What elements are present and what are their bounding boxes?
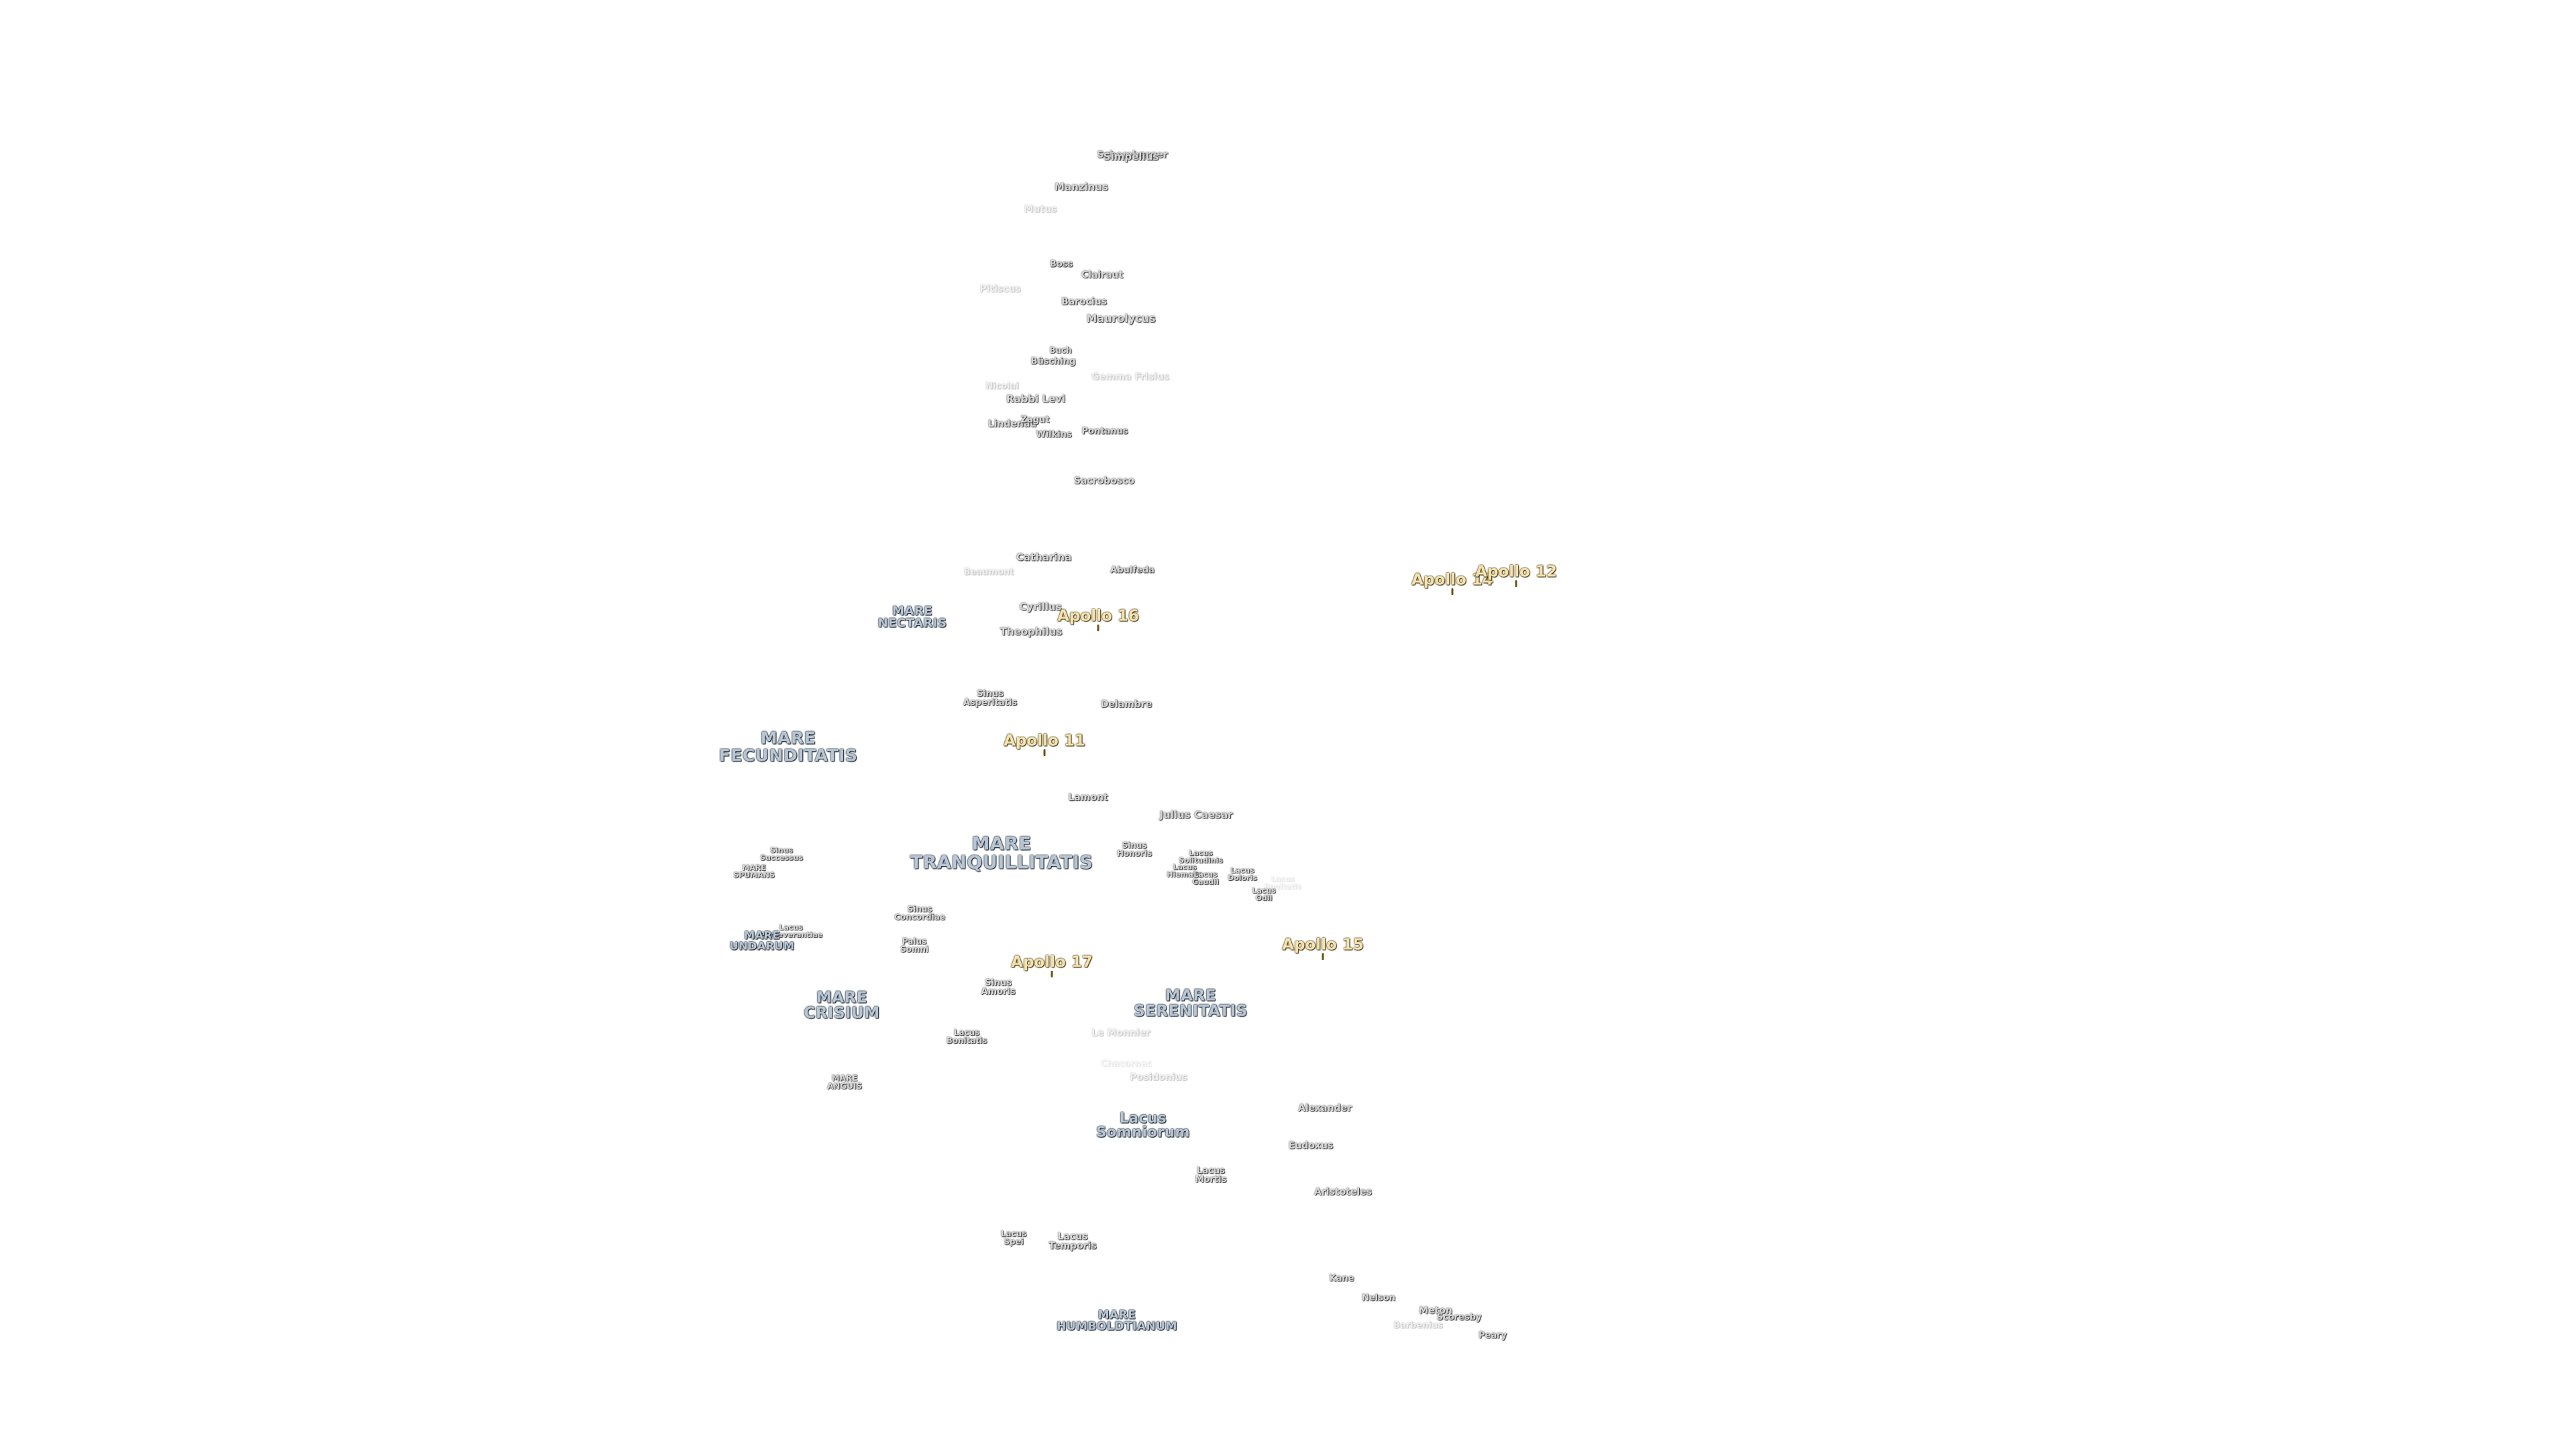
crater-label-sacrobosco: Sacrobosco — [1073, 475, 1135, 486]
lake-label-lacus-solitudinis: Lacus Solitudinis — [1179, 848, 1223, 865]
crater-label-catharina: Catharina — [1016, 551, 1072, 564]
crater-label-julius-caesar: Julius Caesar — [1159, 808, 1233, 821]
crater-label-peary: Peary — [1478, 1330, 1507, 1341]
crater-label-lamont: Lamont — [1068, 792, 1108, 803]
crater-label-scoresby: Scoresby — [1436, 1312, 1482, 1323]
crater-label-delambre: Delambre — [1100, 698, 1152, 710]
crater-label-eudoxus: Eudoxus — [1288, 1140, 1334, 1151]
crater-label-lindenau: Lindenau — [987, 418, 1037, 429]
crater-label-simpelius: Simpelius — [1103, 150, 1159, 163]
bay-label-sinus-amoris: Sinus Amoris — [981, 977, 1016, 997]
crater-label-schomberger: Schomberger — [1097, 149, 1168, 160]
lake-label-lacus-mortis: Lacus Mortis — [1195, 1165, 1227, 1185]
apollo-12-marker-icon — [1515, 580, 1517, 587]
crater-label-wilkins: Wilkins — [1036, 429, 1072, 440]
crater-label-pitiscus: Pitiscus — [979, 283, 1021, 294]
crater-label-nelson: Nelson — [1361, 1293, 1396, 1303]
apollo-17-marker-icon — [1051, 971, 1053, 977]
crater-label-gemma-frisius: Gemma Frisius — [1091, 371, 1170, 382]
crater-label-rabbi-levi: Rabbi Levi — [1006, 392, 1066, 405]
lake-label-lacus-gaudii: Lacus Gaudii — [1192, 869, 1219, 886]
lake-label-lacus-spei: Lacus Spei — [1000, 1228, 1027, 1246]
mare-label-serenitatis: MARE SERENITATIS — [1134, 987, 1248, 1020]
crater-label-kane: Kane — [1329, 1273, 1354, 1284]
crater-label-buch: Buch — [1049, 345, 1072, 355]
crater-label-busching: Büsching — [1030, 356, 1076, 367]
crater-label-le-monnier: Le Monnier — [1091, 1027, 1150, 1038]
crater-label-aristoteles: Aristoteles — [1314, 1186, 1372, 1197]
crater-label-theophilus: Theophilus — [1000, 625, 1063, 638]
mare-label-nectaris: MARE NECTARIS — [877, 604, 947, 631]
lake-label-lacus-somniorum: Lacus Somniorum — [1096, 1110, 1190, 1140]
crater-label-boss: Boss — [1049, 259, 1073, 270]
crater-label-zagut: Zagut — [1020, 415, 1050, 425]
crater-label-alexander: Alexander — [1298, 1102, 1352, 1114]
mare-label-anguis: MARE ANGUIS — [826, 1073, 863, 1091]
mare-label-crisium: MARE CRISIUM — [804, 989, 880, 1022]
crater-label-posidonius: Posidonius — [1130, 1071, 1187, 1083]
crater-label-maurolycus: Maurolycus — [1086, 311, 1156, 325]
lake-label-lacus-temporis: Lacus Temporis — [1049, 1231, 1097, 1252]
bay-label-sinus-concordiae: Sinus Concordiae — [894, 904, 945, 922]
lake-label-lacus-bonitatis: Lacus Bonitatis — [946, 1027, 987, 1045]
apollo-15-marker-icon — [1322, 953, 1324, 960]
apollo-11-label[interactable]: Apollo 11 — [1004, 732, 1085, 750]
apollo-12-label[interactable]: Apollo 12 — [1475, 563, 1557, 581]
mare-label-tranquillitatis: MARE TRANQUILLITATIS — [910, 833, 1093, 873]
apollo-11-marker-icon — [1043, 749, 1046, 756]
crater-label-beaumont: Beaumont — [963, 567, 1014, 578]
crater-label-clairaut: Clairaut — [1081, 269, 1124, 280]
crater-label-nicolai: Nicolai — [985, 381, 1019, 392]
lake-label-lacus-doloris: Lacus Doloris — [1228, 865, 1257, 882]
crater-label-barbenius: Barbenius — [1393, 1320, 1443, 1331]
mare-label-humboldtianum: MARE HUMBOLDTIANUM — [1057, 1308, 1177, 1334]
apollo-15-label[interactable]: Apollo 15 — [1282, 936, 1364, 954]
crater-label-cyrillus: Cyrillus — [1019, 600, 1062, 613]
bay-label-sinus-asperitatis: Sinus Asperitatis — [963, 688, 1018, 708]
crater-label-manzinus: Manzinus — [1055, 180, 1108, 193]
crater-label-chacornac: Chacornac — [1100, 1059, 1152, 1069]
crater-label-meton: Meton — [1419, 1305, 1452, 1316]
lake-label-lacus-odii: Lacus Odii — [1252, 885, 1276, 902]
apollo-14-marker-icon — [1451, 588, 1454, 595]
apollo-17-label[interactable]: Apollo 17 — [1011, 953, 1093, 971]
lake-label-lacus-bonitatis-east: Lacus Bonitatis — [1264, 874, 1301, 891]
bay-label-sinus-honoris: Sinus Honoris — [1116, 840, 1152, 858]
mare-label-fecunditatis: MARE FECUNDITATIS — [718, 728, 858, 765]
apollo-16-marker-icon — [1097, 625, 1099, 631]
bay-label-sinus-successus: Sinus Successus — [760, 845, 803, 862]
lake-label-lacus-hiemalis: Lacus Hiemalis — [1167, 862, 1203, 879]
mare-label-spumans: MARE SPUMANS — [733, 863, 775, 879]
apollo-16-label[interactable]: Apollo 16 — [1057, 607, 1139, 625]
crater-label-barocius: Barocius — [1061, 296, 1108, 307]
lake-label-lacus-perseverantiae: Lacus Perseverantiae — [759, 922, 823, 939]
crater-label-abulfeda: Abulfeda — [1110, 565, 1155, 576]
apollo-14-label[interactable]: Apollo 14 — [1411, 571, 1493, 589]
marsh-label-palus-somni: Palus Somni — [900, 936, 929, 954]
crater-label-mutus: Mutus — [1024, 203, 1057, 215]
crater-label-pontanus: Pontanus — [1081, 426, 1128, 437]
mare-label-undarum: MARE UNDARUM — [729, 928, 795, 953]
